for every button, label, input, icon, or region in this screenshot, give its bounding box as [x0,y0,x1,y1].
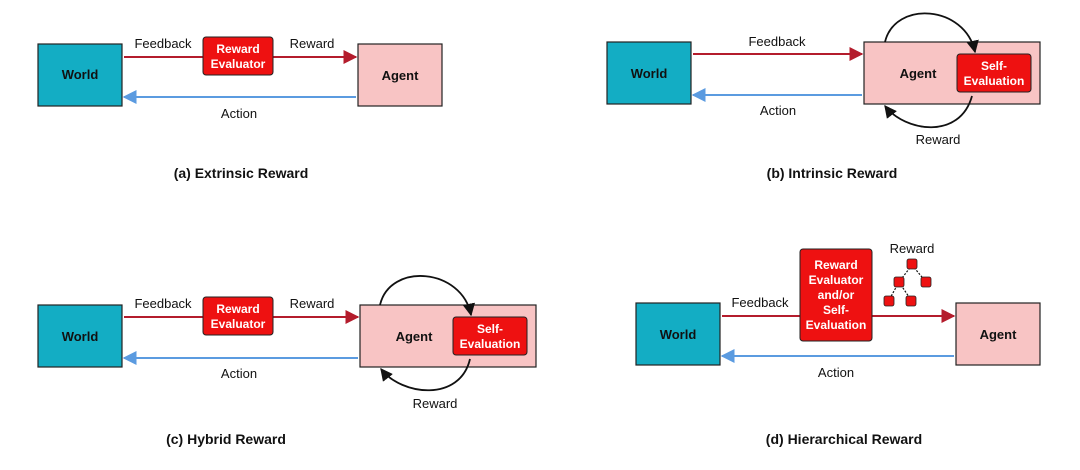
action-label: Action [760,103,796,118]
self-evaluation-box [956,53,1032,93]
reward-loop-arrow-bottom [380,358,471,392]
self-evaluation-box [452,316,528,356]
world-box [37,43,123,107]
hierarchy-tree-icon [883,258,932,307]
world-box [606,41,692,105]
reward-evaluator-self-evaluation-box [799,248,873,342]
feedback-label: Feedback [748,34,806,49]
reward-label: Reward [290,36,335,51]
action-label: Action [818,365,854,380]
panel-hierarchical: World Agent Reward Evaluator and/or Self… [635,241,1041,447]
panel-extrinsic: World Agent Reward Evaluator Feedback Re… [37,36,443,181]
world-label: World [62,329,99,344]
evaluator-label-1: Reward [814,258,857,272]
world-label: World [631,66,668,81]
world-label: World [62,67,99,82]
reward-loop-arrow-bottom [884,95,973,129]
world-box [37,304,123,368]
panel-intrinsic: World Agent Self- Evaluation Feedback Ac… [606,12,1041,181]
agent-label: Agent [900,66,938,81]
caption-extrinsic: (a) Extrinsic Reward [174,165,309,181]
reward-loop-arrow-top [379,275,476,317]
evaluator-label-4: Self- [823,303,849,317]
agent-label: Agent [980,327,1018,342]
reward-loop-label: Reward [413,396,458,411]
reward-evaluator-label-2: Evaluator [211,317,266,331]
reward-label: Reward [916,132,961,147]
agent-label: Agent [396,329,434,344]
reward-evaluator-label-2: Evaluator [211,57,266,71]
evaluator-label-2: Evaluator [809,273,864,287]
feedback-label: Feedback [134,296,192,311]
reward-loop-arrow-top [884,12,979,54]
self-evaluation-label-2: Evaluation [460,337,521,351]
self-evaluation-label-1: Self- [981,59,1007,73]
self-evaluation-label-1: Self- [477,322,503,336]
reward-evaluator-label-1: Reward [216,302,259,316]
reward-evaluator-label-1: Reward [216,42,259,56]
action-label: Action [221,106,257,121]
caption-hybrid: (c) Hybrid Reward [166,431,286,447]
evaluator-label-5: Evaluation [806,318,867,332]
agent-box [357,43,443,107]
agent-label: Agent [382,68,420,83]
panel-hybrid: World Agent Self- Evaluation Reward Eval… [37,275,537,447]
agent-box [955,302,1041,366]
world-box [635,302,721,366]
caption-intrinsic: (b) Intrinsic Reward [767,165,898,181]
reward-evaluator-box [202,296,274,336]
feedback-label: Feedback [134,36,192,51]
reward-evaluator-box [202,36,274,76]
reward-label: Reward [290,296,335,311]
action-label: Action [221,366,257,381]
world-label: World [660,327,697,342]
reward-label: Reward [890,241,935,256]
feedback-label: Feedback [731,295,789,310]
caption-hierarchical: (d) Hierarchical Reward [766,431,922,447]
self-evaluation-label-2: Evaluation [964,74,1025,88]
evaluator-label-3: and/or [818,288,855,302]
